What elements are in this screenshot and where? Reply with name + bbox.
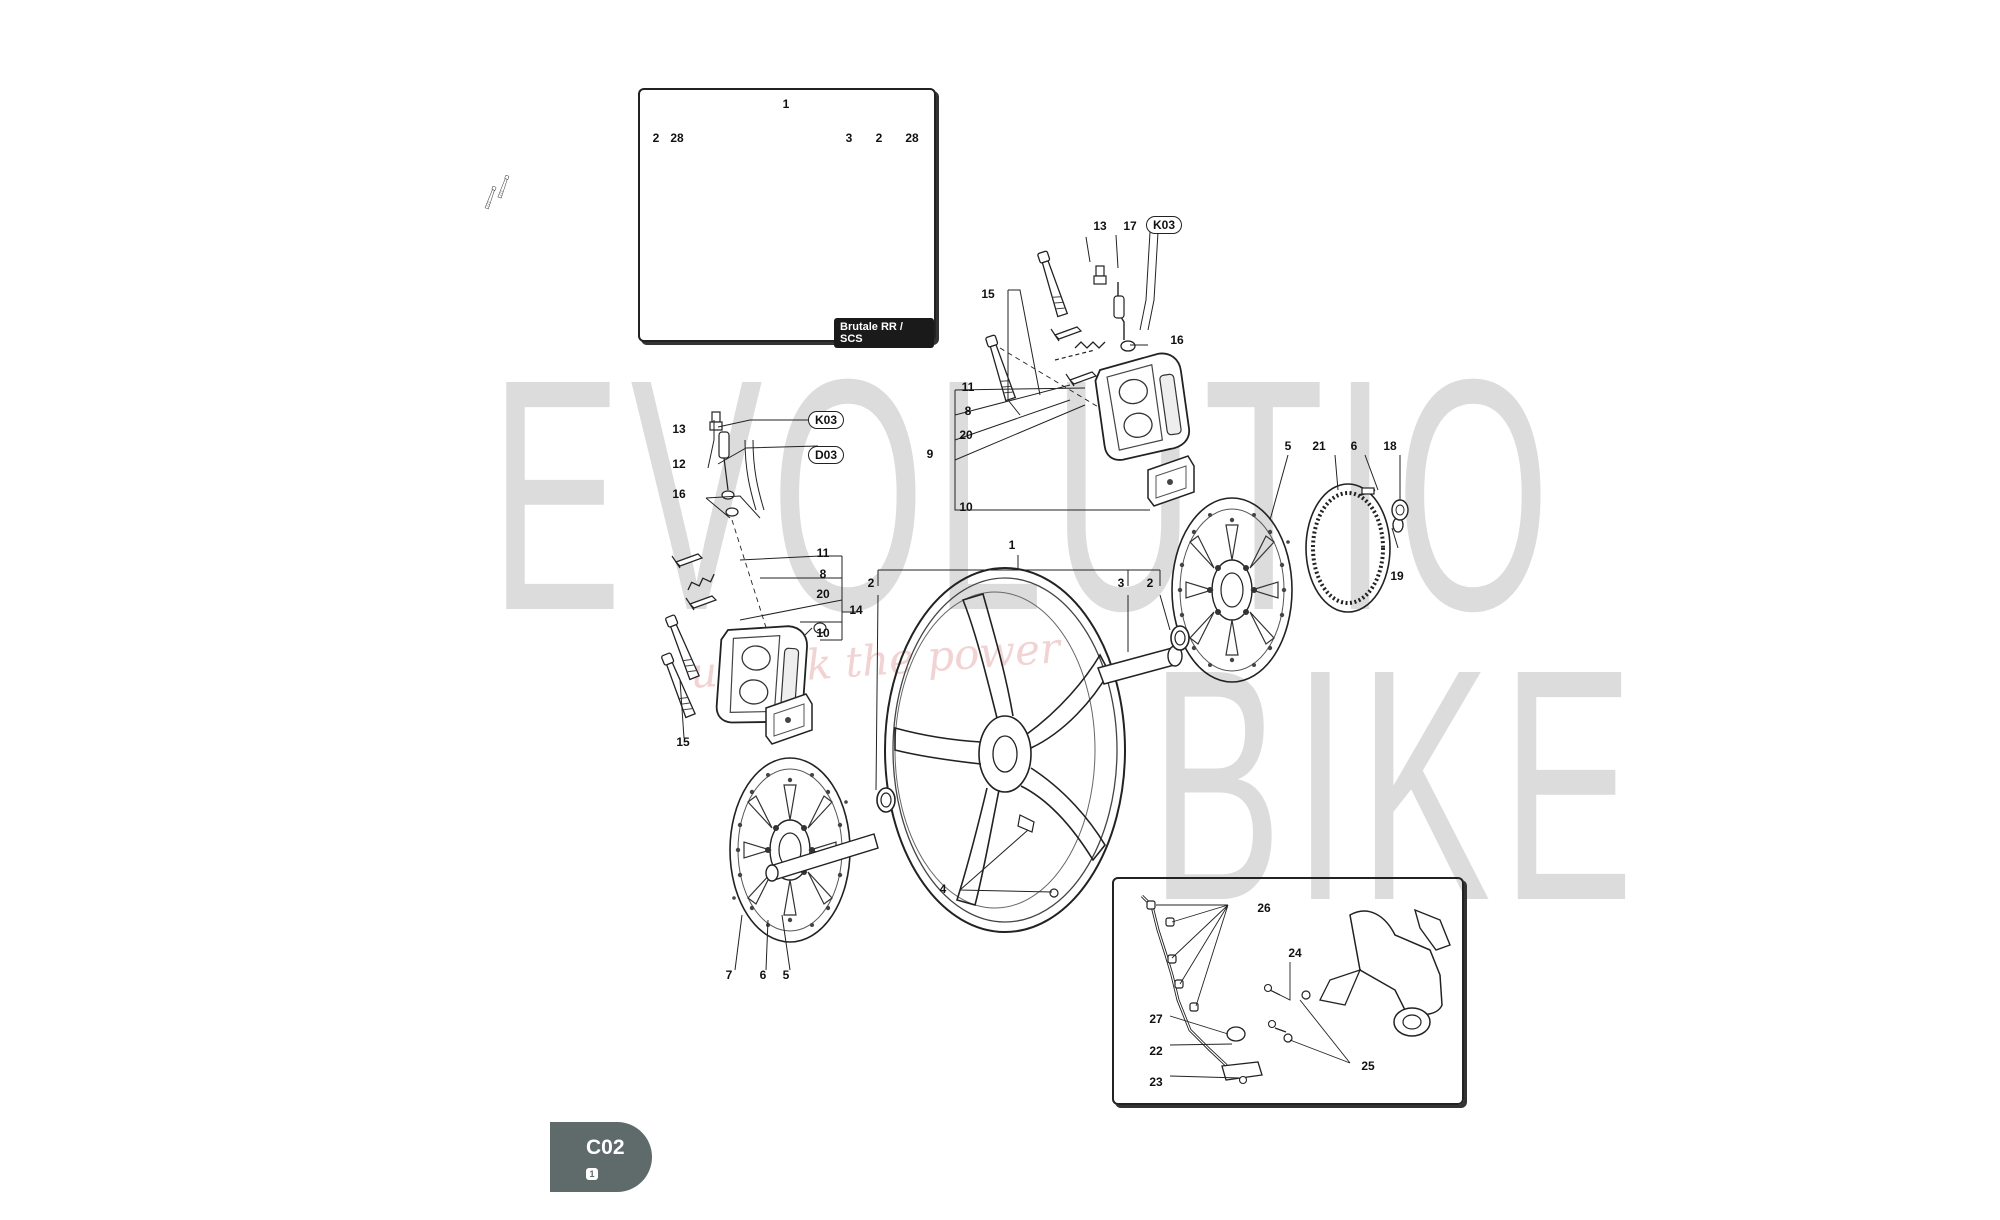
right-caliper-assembly: [984, 231, 1195, 507]
part-label: 13: [1093, 219, 1107, 233]
part-label: 1: [1008, 538, 1016, 552]
part-label: 22: [1149, 1044, 1163, 1058]
inset-variant-tag: Brutale RR / SCS: [834, 318, 934, 348]
part-label: 12: [672, 457, 686, 471]
part-label: 7: [725, 968, 733, 982]
part-label: 15: [676, 735, 690, 749]
part-label: 11: [816, 546, 830, 560]
watermark-subtext: BIKE: [1150, 600, 1645, 969]
part-label: 2: [867, 576, 875, 590]
left-rotor-assembly: [484, 174, 879, 943]
part-label: 18: [1383, 439, 1397, 453]
reference-tag-d03-left: D03: [807, 446, 845, 464]
section-badge: C02 1: [550, 1122, 652, 1192]
part-label: 2: [652, 131, 660, 145]
part-label: 4: [939, 882, 947, 896]
part-label: 17: [1123, 219, 1137, 233]
inset-abs-sensor: [1112, 877, 1464, 1105]
part-label: 16: [672, 487, 686, 501]
part-label: 8: [964, 404, 972, 418]
reference-tag-k03-top: K03: [1145, 216, 1183, 234]
part-label: 26: [1257, 901, 1271, 915]
part-label: 20: [959, 428, 973, 442]
part-label: 5: [782, 968, 790, 982]
part-label: 19: [1390, 569, 1404, 583]
part-label: 28: [905, 131, 919, 145]
part-label: 14: [849, 603, 863, 617]
part-label: 15: [981, 287, 995, 301]
left-caliper-assembly: [660, 411, 827, 745]
part-label: 13: [672, 422, 686, 436]
part-label: 24: [1288, 946, 1302, 960]
right-rotor-assembly: [1171, 483, 1409, 683]
part-label: 9: [926, 447, 934, 461]
part-label: 16: [1170, 333, 1184, 347]
part-label: 28: [670, 131, 684, 145]
part-label: 5: [1284, 439, 1292, 453]
main-wheel: [876, 567, 1190, 933]
part-label: 2: [1146, 576, 1154, 590]
part-label: 27: [1149, 1012, 1163, 1026]
part-label: 10: [816, 626, 830, 640]
part-label: 25: [1361, 1059, 1375, 1073]
part-label: 21: [1312, 439, 1326, 453]
inset-wheel-variant: Brutale RR / SCS: [638, 88, 936, 348]
part-label: 23: [1149, 1075, 1163, 1089]
part-label: 6: [759, 968, 767, 982]
part-label: 3: [845, 131, 853, 145]
part-label: 6: [1350, 439, 1358, 453]
part-label: 11: [961, 380, 975, 394]
sensor-inset-drawing: [1140, 894, 1451, 1085]
part-label: 8: [819, 567, 827, 581]
part-label: 20: [816, 587, 830, 601]
reference-tag-k03-left: K03: [807, 411, 845, 429]
part-label: 3: [1117, 576, 1125, 590]
section-sub: 1: [586, 1168, 598, 1180]
part-label: 10: [959, 500, 973, 514]
part-label: 2: [875, 131, 883, 145]
section-code: C02: [586, 1136, 625, 1159]
part-label: 1: [782, 97, 790, 111]
